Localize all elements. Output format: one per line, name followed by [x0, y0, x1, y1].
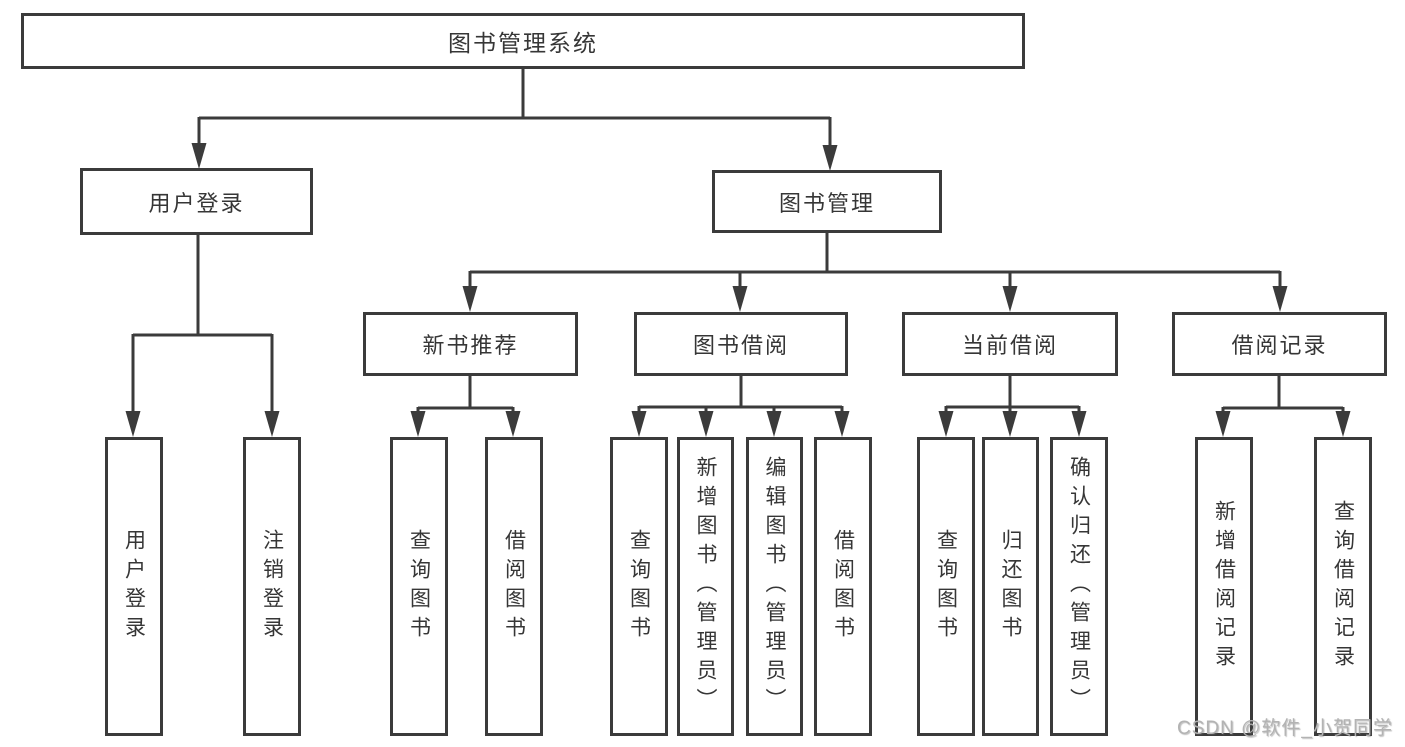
node-label: 查询图书 [627, 528, 651, 645]
node-label: 查询借阅记录 [1331, 499, 1355, 674]
leaf-query-borrow-record: 查询借阅记录 [1314, 437, 1372, 736]
leaf-borrow-books: 借阅图书 [814, 437, 872, 736]
leaf-add-book-admin: 新增图书（管理员） [677, 437, 734, 736]
leaf-user-login: 用户登录 [105, 437, 163, 736]
node-label: 新增借阅记录 [1212, 499, 1236, 674]
node-current-borrow: 当前借阅 [902, 312, 1118, 376]
node-label: 新书推荐 [422, 333, 519, 358]
node-label: 借阅记录 [1231, 333, 1328, 358]
leaf-confirm-return-admin: 确认归还（管理员） [1050, 437, 1108, 736]
node-root-system: 图书管理系统 [21, 13, 1025, 69]
node-book-borrow: 图书借阅 [634, 312, 848, 376]
node-label: 确认归还（管理员） [1067, 456, 1091, 717]
leaf-query-books-recommend: 查询图书 [390, 437, 448, 736]
node-borrow-records: 借阅记录 [1172, 312, 1387, 376]
node-label: 用户登录 [122, 528, 146, 645]
node-label: 图书管理 [778, 190, 875, 216]
node-label: 图书借阅 [692, 333, 789, 358]
node-new-book-recommend: 新书推荐 [363, 312, 578, 376]
node-label: 图书管理系统 [448, 30, 598, 56]
leaf-edit-book-admin: 编辑图书（管理员） [746, 437, 803, 736]
node-label: 当前借阅 [961, 333, 1058, 358]
node-label: 新增图书（管理员） [694, 456, 717, 717]
leaf-query-books-borrow: 查询图书 [610, 437, 668, 736]
node-label: 借阅图书 [831, 528, 855, 645]
leaf-return-books: 归还图书 [982, 437, 1039, 736]
leaf-query-books-current: 查询图书 [917, 437, 975, 736]
node-label: 用户登录 [148, 190, 245, 216]
leaf-borrow-books-recommend: 借阅图书 [485, 437, 543, 736]
node-book-management: 图书管理 [712, 170, 942, 233]
node-label: 注销登录 [260, 528, 284, 645]
leaf-add-borrow-record: 新增借阅记录 [1195, 437, 1253, 736]
node-label: 借阅图书 [502, 528, 526, 645]
node-label: 编辑图书（管理员） [763, 456, 786, 717]
node-label: 归还图书 [999, 528, 1022, 645]
arrowheads [125, 143, 1351, 437]
node-user-login: 用户登录 [80, 168, 313, 235]
node-label: 查询图书 [934, 528, 958, 645]
leaf-logout: 注销登录 [243, 437, 301, 736]
node-label: 查询图书 [407, 528, 431, 645]
